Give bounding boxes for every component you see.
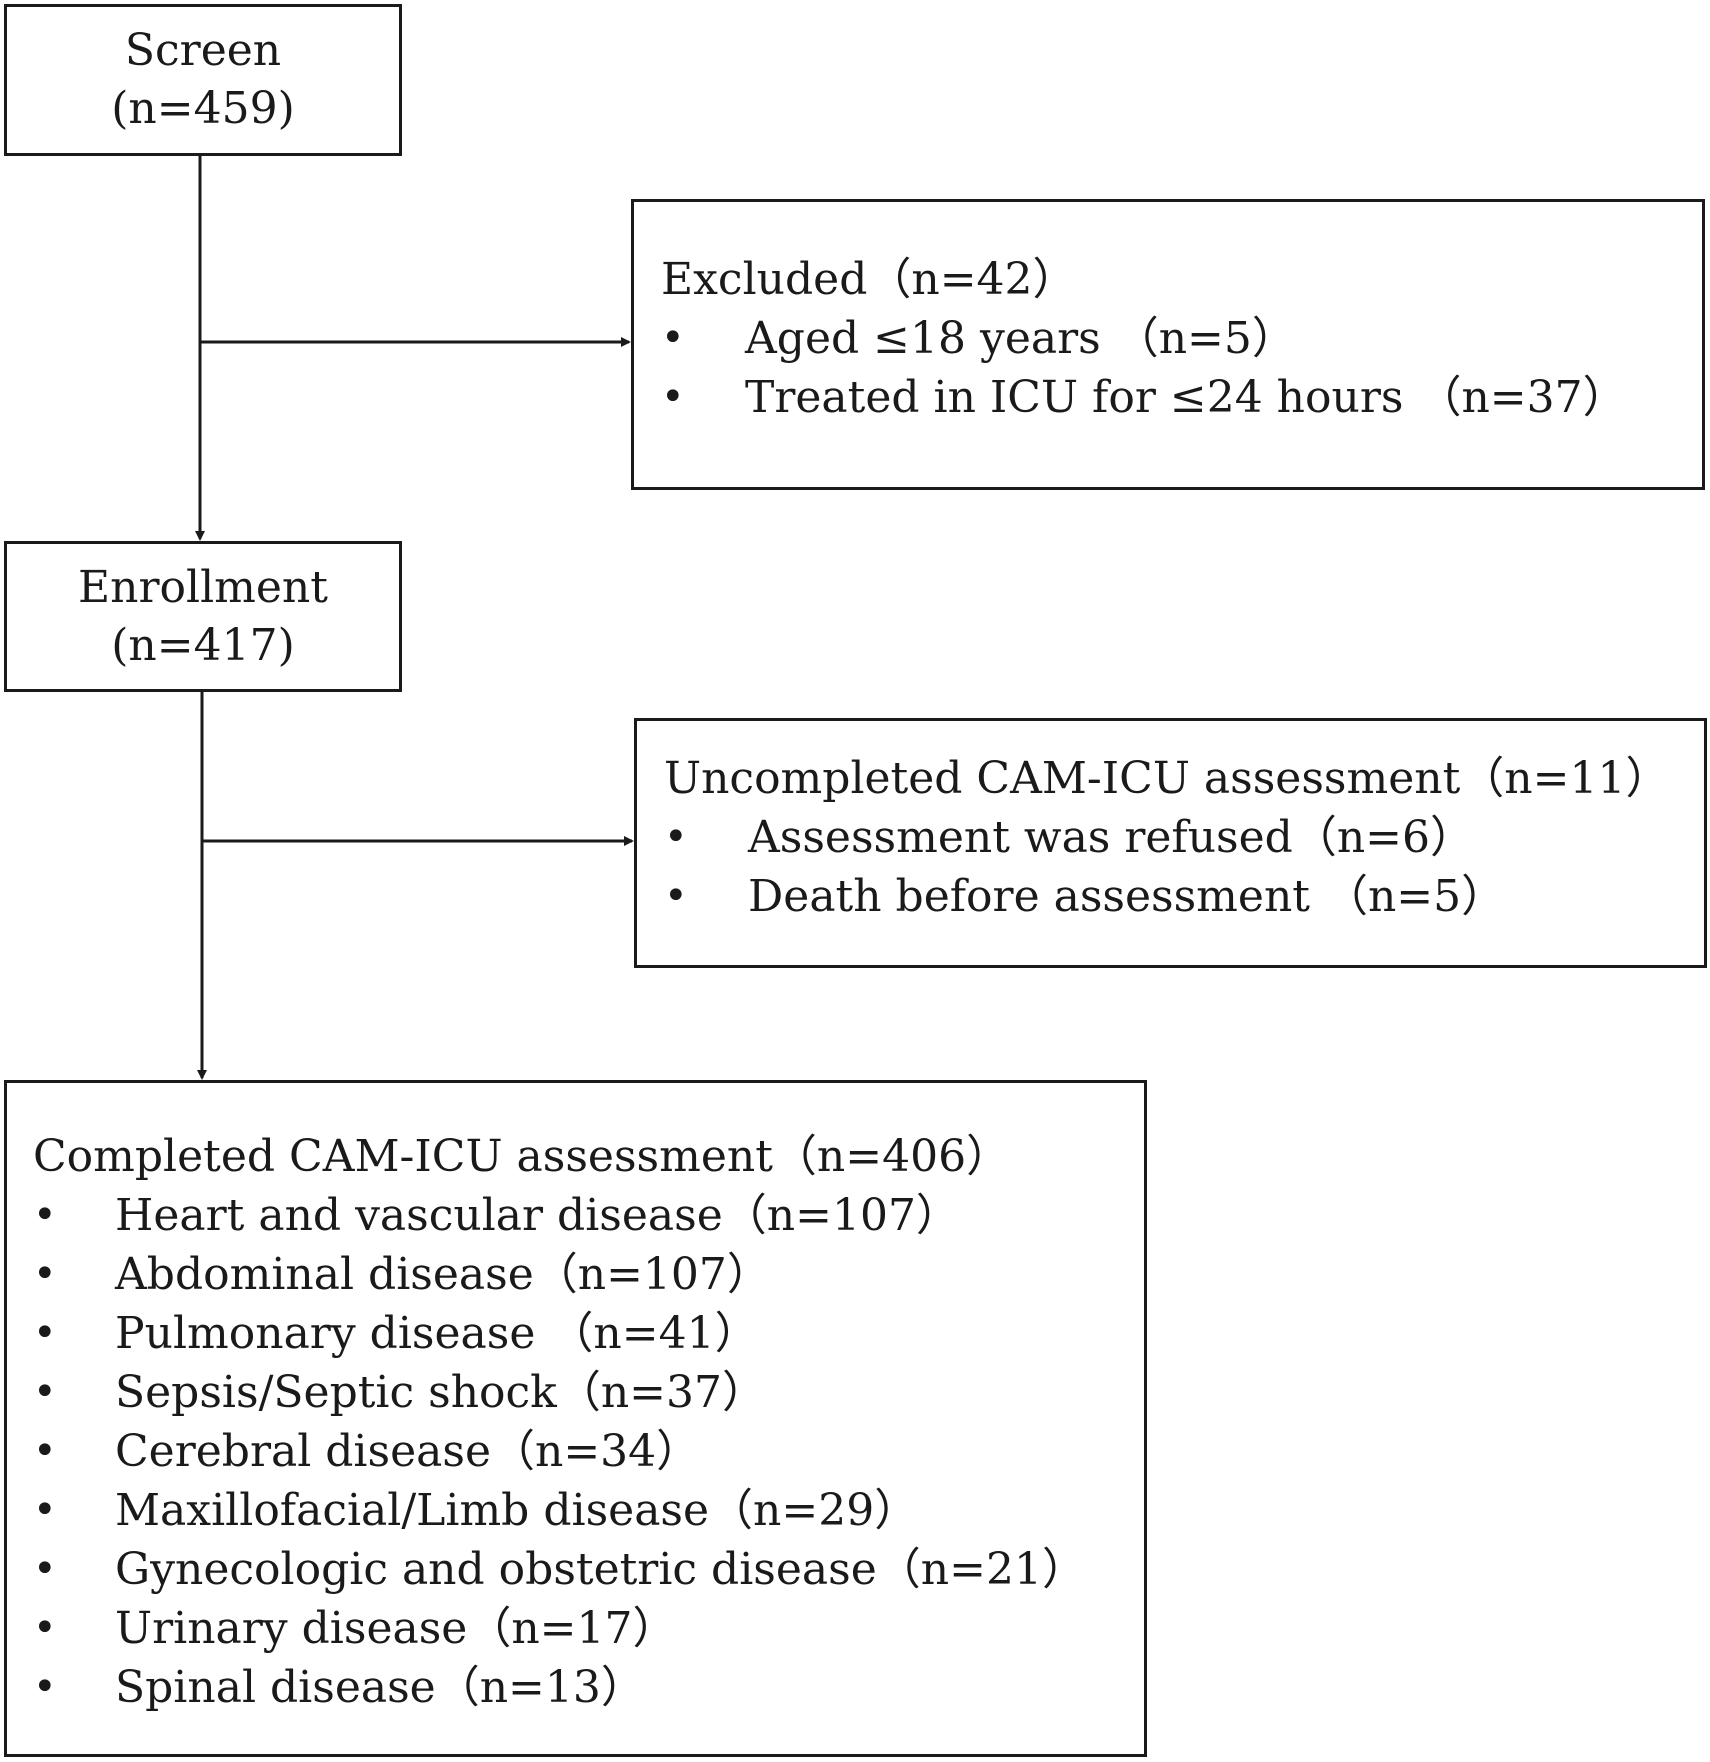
- list-item-label: Assessment was refused（n=6）: [748, 812, 1475, 863]
- list-item: • Gynecologic and obstetric disease（n=21…: [33, 1540, 1144, 1599]
- screen-count: (n=459): [111, 83, 295, 134]
- list-item-label: Abdominal disease（n=107）: [115, 1249, 771, 1300]
- list-item: • Death before assessment （n=5）: [664, 867, 1704, 926]
- enrollment-count: (n=417): [111, 619, 295, 671]
- enrollment-title: Enrollment: [78, 561, 328, 613]
- list-item: • Assessment was refused（n=6）: [664, 808, 1704, 867]
- bullet-icon: •: [33, 1546, 57, 1592]
- bullet-icon: •: [33, 1251, 57, 1297]
- bullet-icon: •: [33, 1310, 57, 1356]
- list-item: • Urinary disease（n=17）: [33, 1599, 1144, 1658]
- bullet-icon: •: [33, 1192, 57, 1238]
- list-item-label: Aged ≤18 years （n=5）: [745, 313, 1296, 364]
- list-item-label: Cerebral disease（n=34）: [115, 1426, 701, 1477]
- list-item-label: Spinal disease（n=13）: [115, 1662, 645, 1713]
- bullet-icon: •: [33, 1664, 57, 1710]
- uncompleted-box: Uncompleted CAM-ICU assessment（n=11） • A…: [634, 718, 1707, 968]
- uncompleted-list: • Assessment was refused（n=6） • Death be…: [664, 808, 1704, 926]
- bullet-icon: •: [661, 374, 685, 420]
- enrollment-box: Enrollment (n=417): [4, 541, 402, 692]
- completed-box: Completed CAM-ICU assessment（n=406） • He…: [4, 1080, 1147, 1757]
- screen-box: Screen (n=459): [4, 4, 402, 156]
- list-item-label: Pulmonary disease （n=41）: [115, 1308, 759, 1359]
- list-item: • Aged ≤18 years （n=5）: [661, 309, 1702, 368]
- list-item: • Treated in ICU for ≤24 hours （n=37）: [661, 368, 1702, 427]
- list-item: • Heart and vascular disease（n=107）: [33, 1186, 1144, 1245]
- list-item-label: Heart and vascular disease（n=107）: [115, 1190, 960, 1241]
- screen-title: Screen: [124, 25, 282, 76]
- bullet-icon: •: [661, 315, 685, 361]
- excluded-box: Excluded（n=42） • Aged ≤18 years （n=5） • …: [631, 199, 1705, 490]
- list-item: • Cerebral disease（n=34）: [33, 1422, 1144, 1481]
- list-item-label: Sepsis/Septic shock（n=37）: [115, 1367, 767, 1418]
- bullet-icon: •: [33, 1487, 57, 1533]
- list-item-label: Urinary disease（n=17）: [115, 1603, 677, 1654]
- excluded-title: Excluded（n=42）: [661, 254, 1077, 305]
- list-item-label: Treated in ICU for ≤24 hours （n=37）: [745, 372, 1627, 423]
- bullet-icon: •: [664, 814, 688, 860]
- completed-list: • Heart and vascular disease（n=107） • Ab…: [33, 1186, 1144, 1717]
- uncompleted-title: Uncompleted CAM-ICU assessment（n=11）: [664, 753, 1670, 804]
- list-item: • Sepsis/Septic shock（n=37）: [33, 1363, 1144, 1422]
- completed-title: Completed CAM-ICU assessment（n=406）: [33, 1131, 1011, 1182]
- list-item: • Maxillofacial/Limb disease（n=29）: [33, 1481, 1144, 1540]
- list-item: • Spinal disease（n=13）: [33, 1658, 1144, 1717]
- excluded-list: • Aged ≤18 years （n=5） • Treated in ICU …: [661, 309, 1702, 427]
- bullet-icon: •: [33, 1605, 57, 1651]
- list-item: • Abdominal disease（n=107）: [33, 1245, 1144, 1304]
- bullet-icon: •: [33, 1369, 57, 1415]
- list-item: • Pulmonary disease （n=41）: [33, 1304, 1144, 1363]
- list-item-label: Death before assessment （n=5）: [748, 871, 1506, 922]
- list-item-label: Maxillofacial/Limb disease（n=29）: [115, 1485, 919, 1536]
- bullet-icon: •: [664, 873, 688, 919]
- bullet-icon: •: [33, 1428, 57, 1474]
- list-item-label: Gynecologic and obstetric disease（n=21）: [115, 1544, 1086, 1595]
